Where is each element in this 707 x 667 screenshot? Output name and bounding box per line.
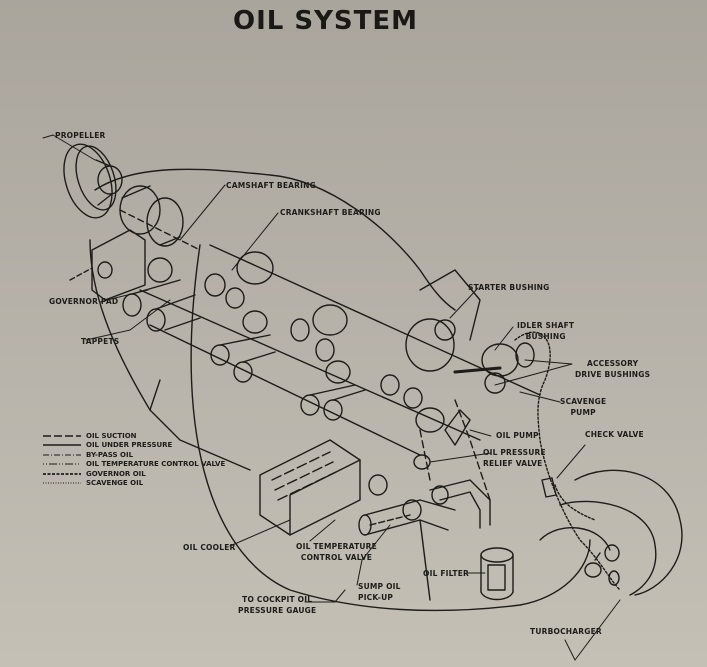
label-idler-shaft-bushing: IDLER SHAFT BUSHING [517,321,575,341]
legend-swatch-short-dash [43,472,81,475]
label-oil-cooler: OIL COOLER [183,543,236,552]
legend-item: OIL SUCTION [42,431,225,441]
label-check-valve: CHECK VALVE [585,430,644,439]
turbocharger-drawing [539,469,683,596]
label-oil-filter: OIL FILTER [423,569,470,578]
legend-item: GOVERNOR OIL [42,469,225,479]
label-sump-oil-pickup: SUMP OIL PICK-UP [358,582,401,602]
bearings-drawing [122,251,366,421]
legend-swatch-dotted [43,482,81,484]
scavenge-oil-lines [514,331,621,591]
legend-swatch-dot-dash-long [43,463,81,465]
check-valve-drawing [541,477,557,498]
label-to-cockpit-oil-pressure-gauge: TO COCKPIT OIL PRESSURE GAUGE [238,595,317,615]
oil-filter-drawing [480,547,514,601]
pressure-oil-lines [190,244,591,612]
legend-label: OIL SUCTION [86,431,137,440]
legend-label: SCAVENGE OIL [86,479,144,488]
legend-label: GOVERNOR OIL [86,469,146,478]
crankcase-outline [89,168,541,471]
line-style-legend: OIL SUCTION OIL UNDER PRESSURE BY-PASS O… [42,431,225,488]
label-crankshaft-bearing: CRANKSHAFT BEARING [280,208,381,217]
label-camshaft-bearing: CAMSHAFT BEARING [226,181,316,190]
label-accessory-drive-bushings: ACCESSORY DRIVE BUSHINGS [575,359,651,379]
diagram-title: OIL SYSTEM [232,6,419,36]
label-propeller: PROPELLER [55,131,106,140]
suction-oil-lines [419,399,491,501]
label-turbocharger: TURBOCHARGER [530,627,602,636]
label-starter-bushing: STARTER BUSHING [468,283,550,292]
governor-pad-drawing [69,229,146,301]
legend-label: BY-PASS OIL [86,450,134,459]
oil-cooler-drawing [259,439,388,536]
propeller-drawing [63,143,123,219]
legend-label: OIL UNDER PRESSURE [86,441,173,450]
legend-swatch-dash-dot [43,454,81,456]
legend-item: SCAVENGE OIL [42,479,225,489]
label-oil-pump: OIL PUMP [496,431,539,440]
crankshaft-nose-drawing [119,185,201,251]
label-scavenge-pump: SCAVENGE PUMP [560,397,607,417]
legend-item: OIL UNDER PRESSURE [42,441,225,451]
label-oil-pressure-relief-valve: OIL PRESSURE RELIEF VALVE [483,448,546,468]
legend-item: OIL TEMPERATURE CONTROL VALVE [42,460,225,470]
accessory-case-drawing [380,318,535,470]
leader-lines [42,134,621,661]
legend-label: OIL TEMPERATURE CONTROL VALVE [86,460,226,469]
label-oil-temperature-control-valve: OIL TEMPERATURE CONTROL VALVE [296,542,377,562]
label-tappets: TAPPETS [81,337,120,346]
oil-temperature-control-valve-drawing [358,499,456,536]
legend-item: BY-PASS OIL [42,450,225,460]
legend-swatch-solid [43,444,81,447]
legend-swatch-long-dash [43,435,81,437]
label-governor-pad: GOVERNOR PAD [49,297,119,306]
sump-pickup-drawing [429,479,491,529]
